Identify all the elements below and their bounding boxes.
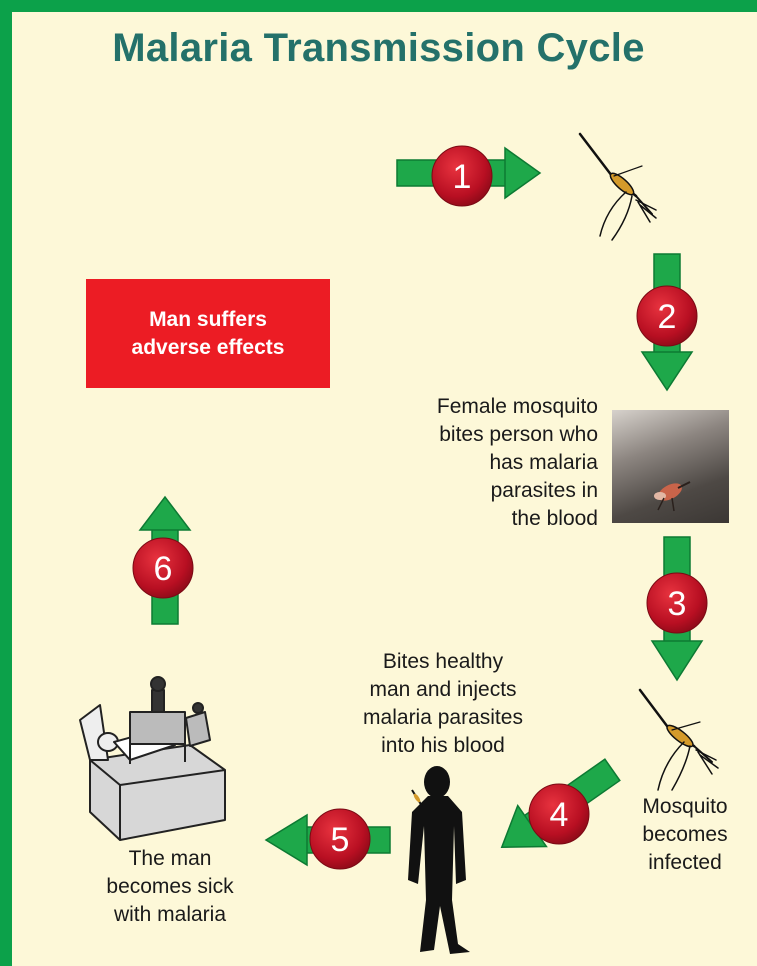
step-badge-5: 5 [310,809,370,869]
mosquito-icon [580,134,656,240]
step-number: 6 [154,550,173,588]
step-badge-1: 1 [432,146,492,206]
step-badge-2: 2 [637,286,697,346]
infected-mosquito-icon [640,690,718,790]
step-number: 1 [453,158,472,196]
man-silhouette-icon [408,766,470,954]
step-number: 4 [550,796,569,834]
step-badge-4: 4 [529,784,589,844]
step-badge-3: 3 [647,573,707,633]
sick-man-in-bed-icon [80,677,225,840]
step-badge-6: 6 [133,538,193,598]
step-number: 3 [668,585,687,623]
step-number: 2 [658,298,677,336]
step-number: 5 [331,821,350,859]
